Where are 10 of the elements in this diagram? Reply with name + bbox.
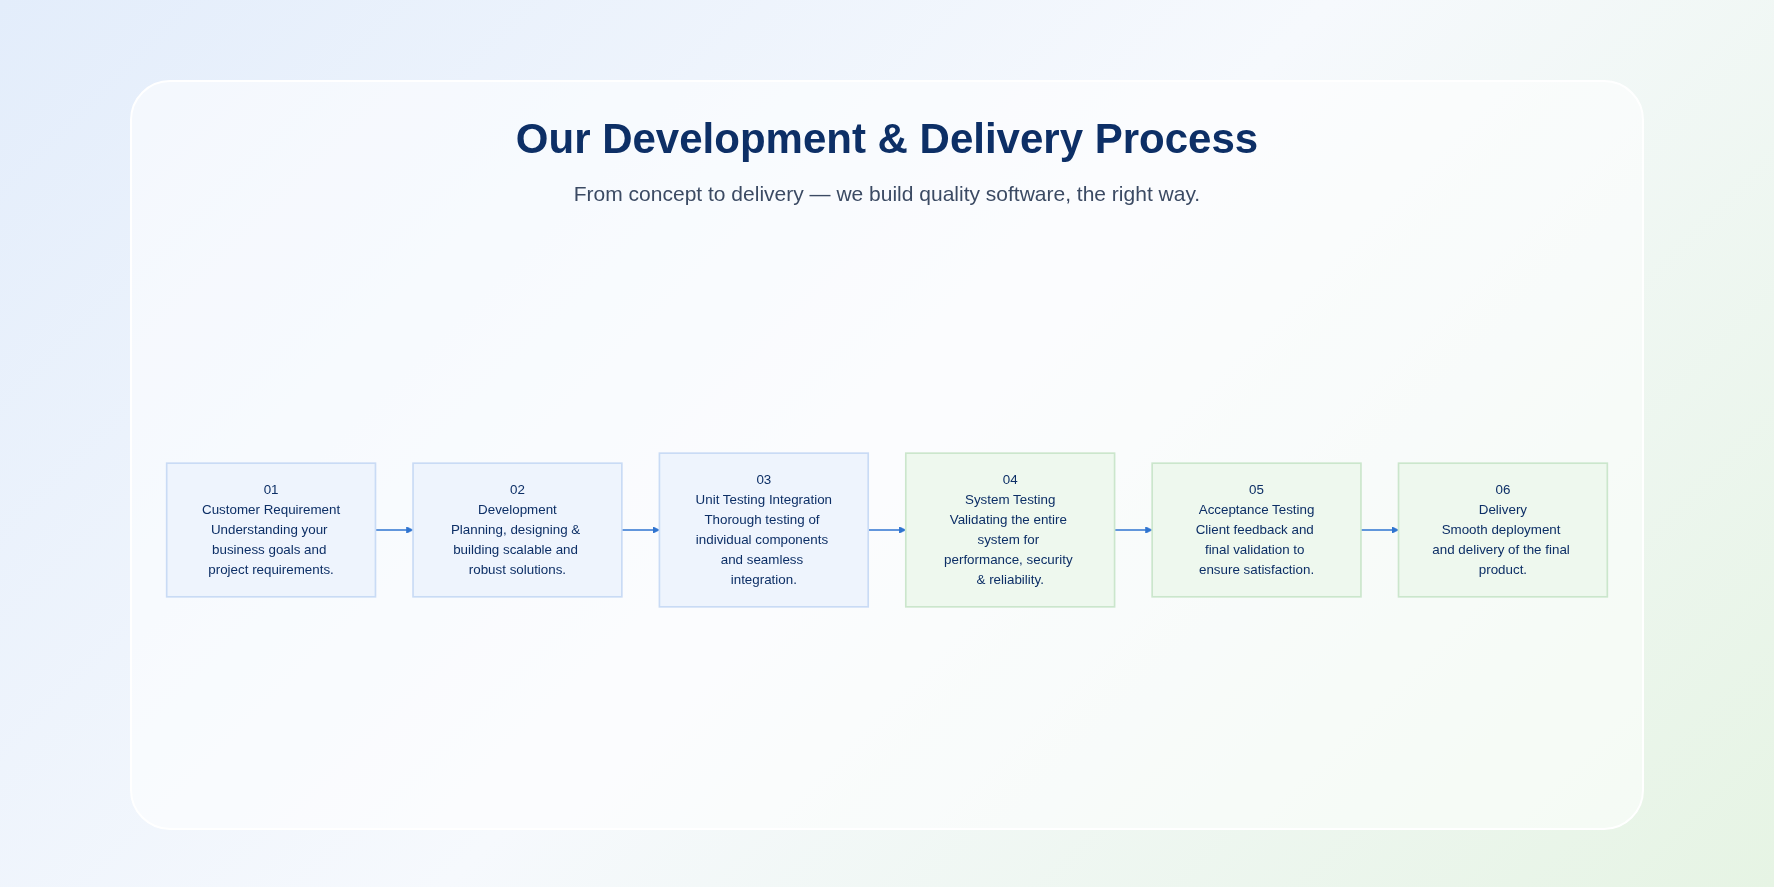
node-box: 04 System Testing Validating the entire system for performance, security & reliability. [904,452,1116,608]
subtitle: From concept to delivery — we build quality software, the right way. [572,182,1202,206]
node-box: 05 Acceptance Testing Client feedback and final validation to ensure satisfaction. [1151,462,1362,598]
node-box: 02 Development Planning, designing & building scalable and robust solutions. [412,462,623,598]
node-box: 06 Delivery Smooth deployment and delivery of the final product. [1397,462,1609,598]
arrow [1360,526,1399,534]
title: Our Development & Delivery Process [514,115,1260,163]
node-box: 03 Unit Testing Integration Thorough testing of individual components and seamless integration. [658,452,870,608]
node-box: 01 Customer Requirement Understanding your business goals and project requirements. [165,462,377,598]
arrow [621,526,660,534]
